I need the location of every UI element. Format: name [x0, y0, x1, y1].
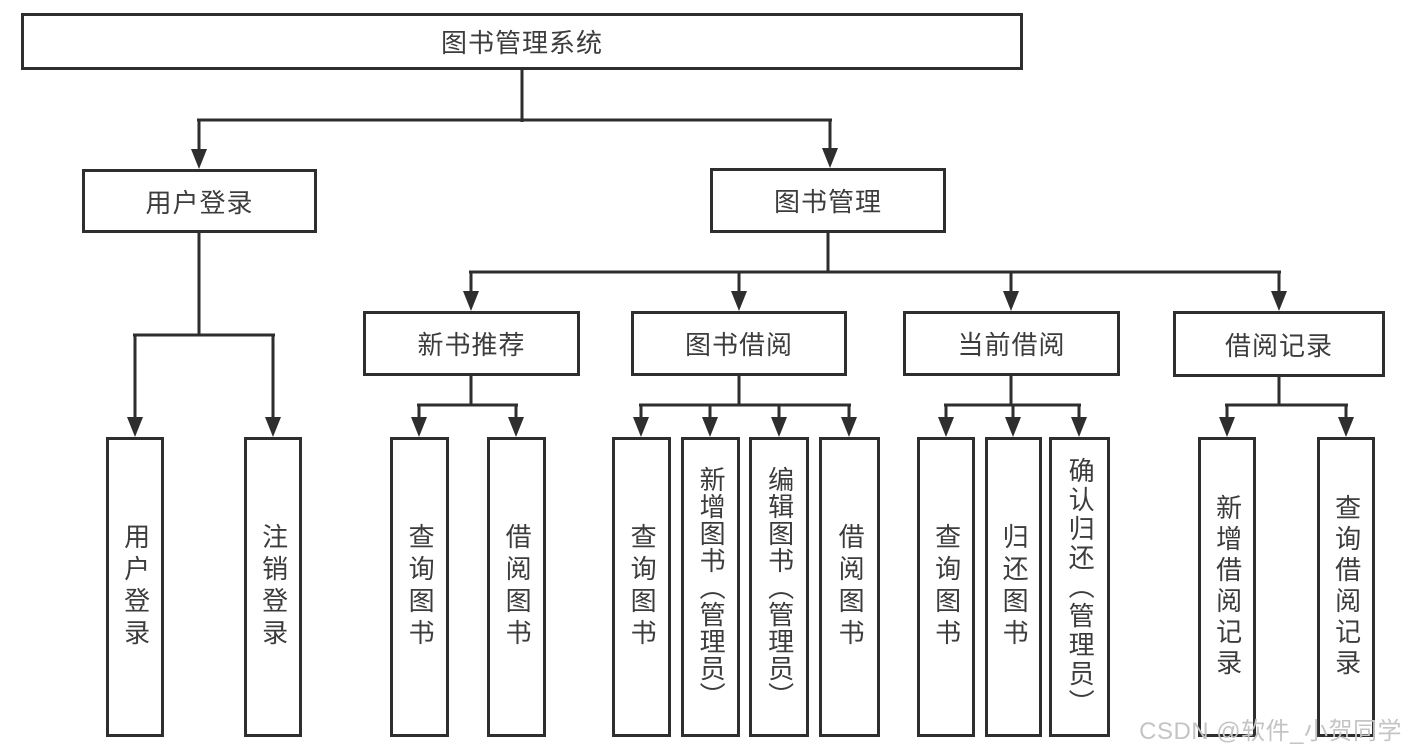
leaf-user-login: 用户登录 [106, 437, 164, 737]
arrow-down-icon [1271, 291, 1287, 311]
leaf-borrow-edit-books-admin: 编辑图书（管理员） [749, 437, 809, 737]
connector-current-to-leaves [938, 376, 1087, 437]
leaf-records-query-record: 查询借阅记录 [1317, 437, 1375, 737]
node-new-book-recommend: 新书推荐 [363, 311, 580, 376]
leaf-label: 借阅图书 [835, 523, 866, 651]
node-current-borrowing: 当前借阅 [903, 311, 1120, 376]
node-book-borrowing: 图书借阅 [631, 311, 847, 376]
connector-borrowing-to-leaves [633, 376, 857, 437]
leaf-current-confirm-return-admin: 确认归还（管理员） [1049, 437, 1110, 737]
node-library-management-system: 图书管理系统 [21, 13, 1023, 70]
connector-root-to-level2 [191, 69, 838, 169]
connector-login-to-leaves [127, 233, 281, 437]
arrow-down-icon [633, 417, 649, 437]
leaf-label: 新增图书（管理员） [696, 465, 727, 709]
node-user-login: 用户登录 [82, 169, 317, 233]
arrow-down-icon [841, 417, 857, 437]
arrow-down-icon [771, 417, 787, 437]
leaf-borrow-query-books: 查询图书 [612, 437, 671, 737]
connector-recommend-to-leaves [411, 376, 524, 437]
arrow-down-icon [265, 417, 281, 437]
arrow-down-icon [411, 417, 427, 437]
arrow-down-icon [191, 149, 207, 169]
leaf-label: 新增借阅记录 [1212, 494, 1243, 680]
leaf-records-add-record: 新增借阅记录 [1198, 437, 1256, 737]
arrow-down-icon [1071, 417, 1087, 437]
csdn-watermark: CSDN @软件_小贺同学 [1139, 718, 1402, 745]
arrow-down-icon [1219, 417, 1235, 437]
leaf-label: 查询图书 [627, 523, 658, 651]
leaf-label: 注销登录 [258, 523, 289, 651]
arrow-down-icon [508, 417, 524, 437]
leaf-label: 归还图书 [999, 523, 1030, 651]
arrow-down-icon [1338, 417, 1354, 437]
arrow-down-icon [127, 417, 143, 437]
leaf-current-return-books: 归还图书 [985, 437, 1042, 737]
leaf-label: 查询图书 [931, 523, 962, 651]
leaf-borrow-borrow-books: 借阅图书 [819, 437, 880, 737]
connector-records-to-leaves [1219, 377, 1354, 437]
arrow-down-icon [938, 417, 954, 437]
arrow-down-icon [463, 291, 479, 311]
leaf-recommend-query-books: 查询图书 [390, 437, 449, 737]
leaf-label: 确认归还（管理员） [1065, 456, 1096, 718]
arrow-down-icon [822, 148, 838, 168]
arrow-down-icon [731, 291, 747, 311]
leaf-logout: 注销登录 [244, 437, 302, 737]
arrow-down-icon [702, 417, 718, 437]
leaf-label: 编辑图书（管理员） [764, 465, 795, 709]
leaf-label: 用户登录 [120, 523, 151, 651]
leaf-current-query-books: 查询图书 [917, 437, 975, 737]
arrow-down-icon [1005, 417, 1021, 437]
leaf-borrow-add-books-admin: 新增图书（管理员） [681, 437, 740, 737]
leaf-label: 查询图书 [405, 523, 436, 651]
node-borrowing-records: 借阅记录 [1173, 311, 1385, 377]
leaf-label: 借阅图书 [502, 523, 533, 651]
arrow-down-icon [1003, 291, 1019, 311]
connector-management-to-level3 [463, 233, 1287, 311]
node-book-management: 图书管理 [710, 168, 946, 233]
leaf-recommend-borrow-books: 借阅图书 [487, 437, 546, 737]
leaf-label: 查询借阅记录 [1331, 494, 1362, 680]
